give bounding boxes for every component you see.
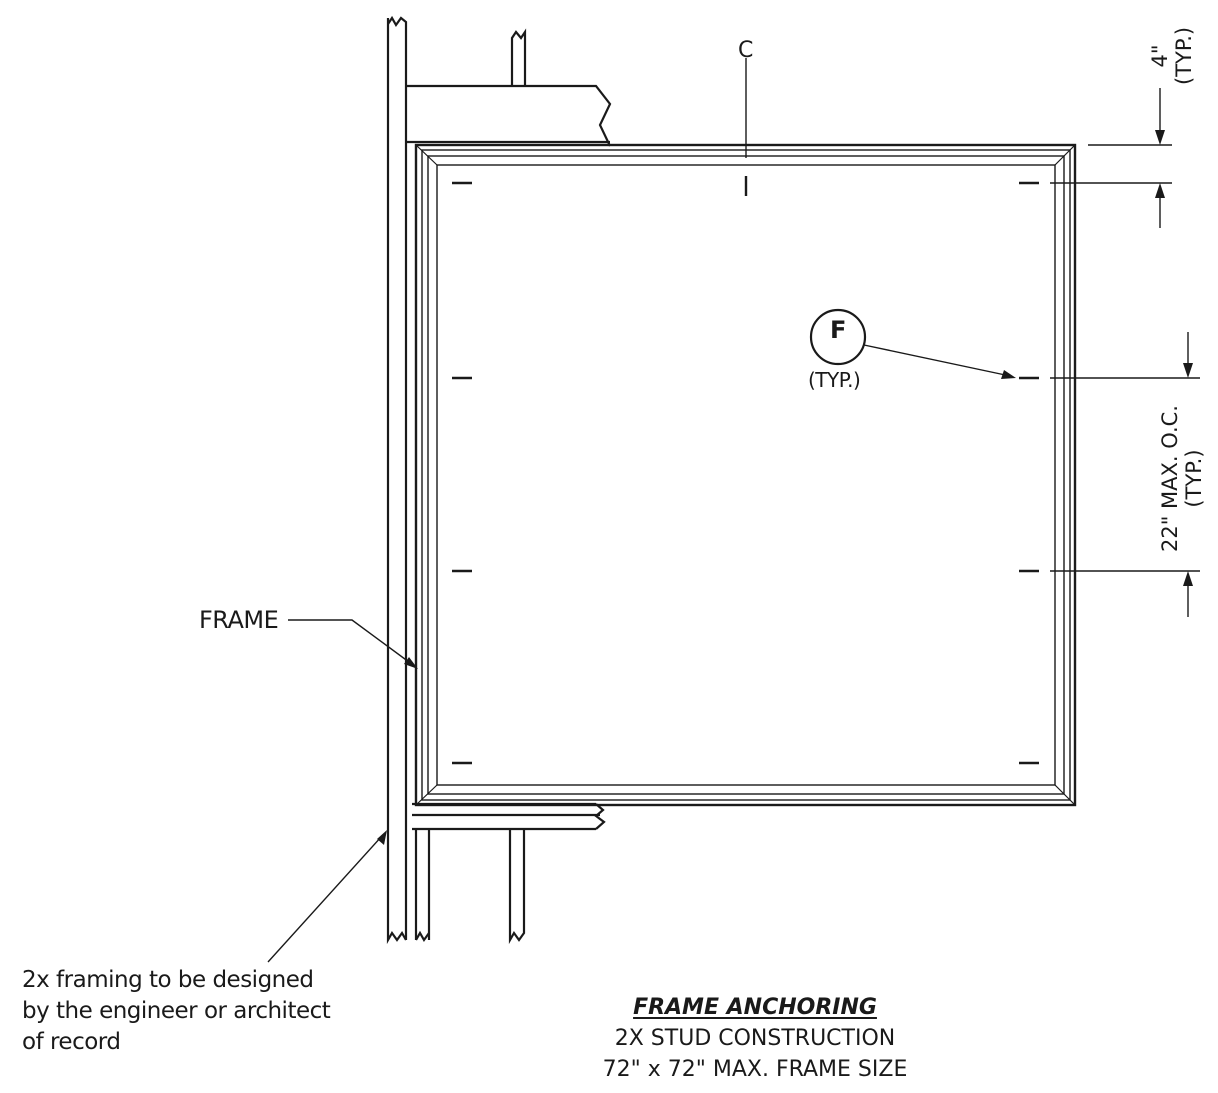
dimension-spacing-value: 22" MAX. O.C. — [1158, 405, 1182, 552]
dimension-spacing: 22" MAX. O.C. (TYP.) — [1158, 405, 1206, 552]
anchor-marks — [452, 176, 1039, 765]
caption-line: 72" x 72" MAX. FRAME SIZE — [602, 1057, 908, 1082]
frame-leader — [288, 619, 418, 669]
centerline-symbol: C — [738, 38, 754, 63]
callout-letter: F — [830, 316, 846, 344]
frame-label: FRAME — [199, 606, 279, 634]
stud-lower — [508, 829, 526, 945]
framing-note: 2x framing to be designed by the enginee… — [22, 965, 331, 1058]
wall-stud-left — [386, 15, 431, 945]
callout-leader — [809, 308, 1016, 379]
framing-note-line: of record — [22, 1029, 121, 1055]
drawing-caption: FRAME ANCHORING 2X STUD CONSTRUCTION 72"… — [560, 992, 950, 1085]
framing-note-line: by the engineer or architect — [22, 998, 331, 1024]
dimension-top-offset: 4" (TYP.) — [1148, 27, 1196, 85]
caption-title: FRAME ANCHORING — [633, 995, 877, 1020]
caption-line: 2X STUD CONSTRUCTION — [614, 1026, 896, 1051]
header-block — [406, 84, 612, 147]
sill-block — [412, 802, 606, 831]
callout-note: (TYP.) — [808, 368, 861, 392]
access-frame — [414, 143, 1077, 807]
dimension-top-value: 4" — [1148, 44, 1172, 68]
stud-upper — [510, 28, 527, 86]
framing-note-line: 2x framing to be designed — [22, 967, 314, 993]
dimension-spacing-note: (TYP.) — [1182, 449, 1206, 508]
dimension-arrowheads — [1155, 130, 1193, 586]
dimension-top-note: (TYP.) — [1172, 26, 1196, 85]
framing-note-leader — [267, 830, 387, 963]
